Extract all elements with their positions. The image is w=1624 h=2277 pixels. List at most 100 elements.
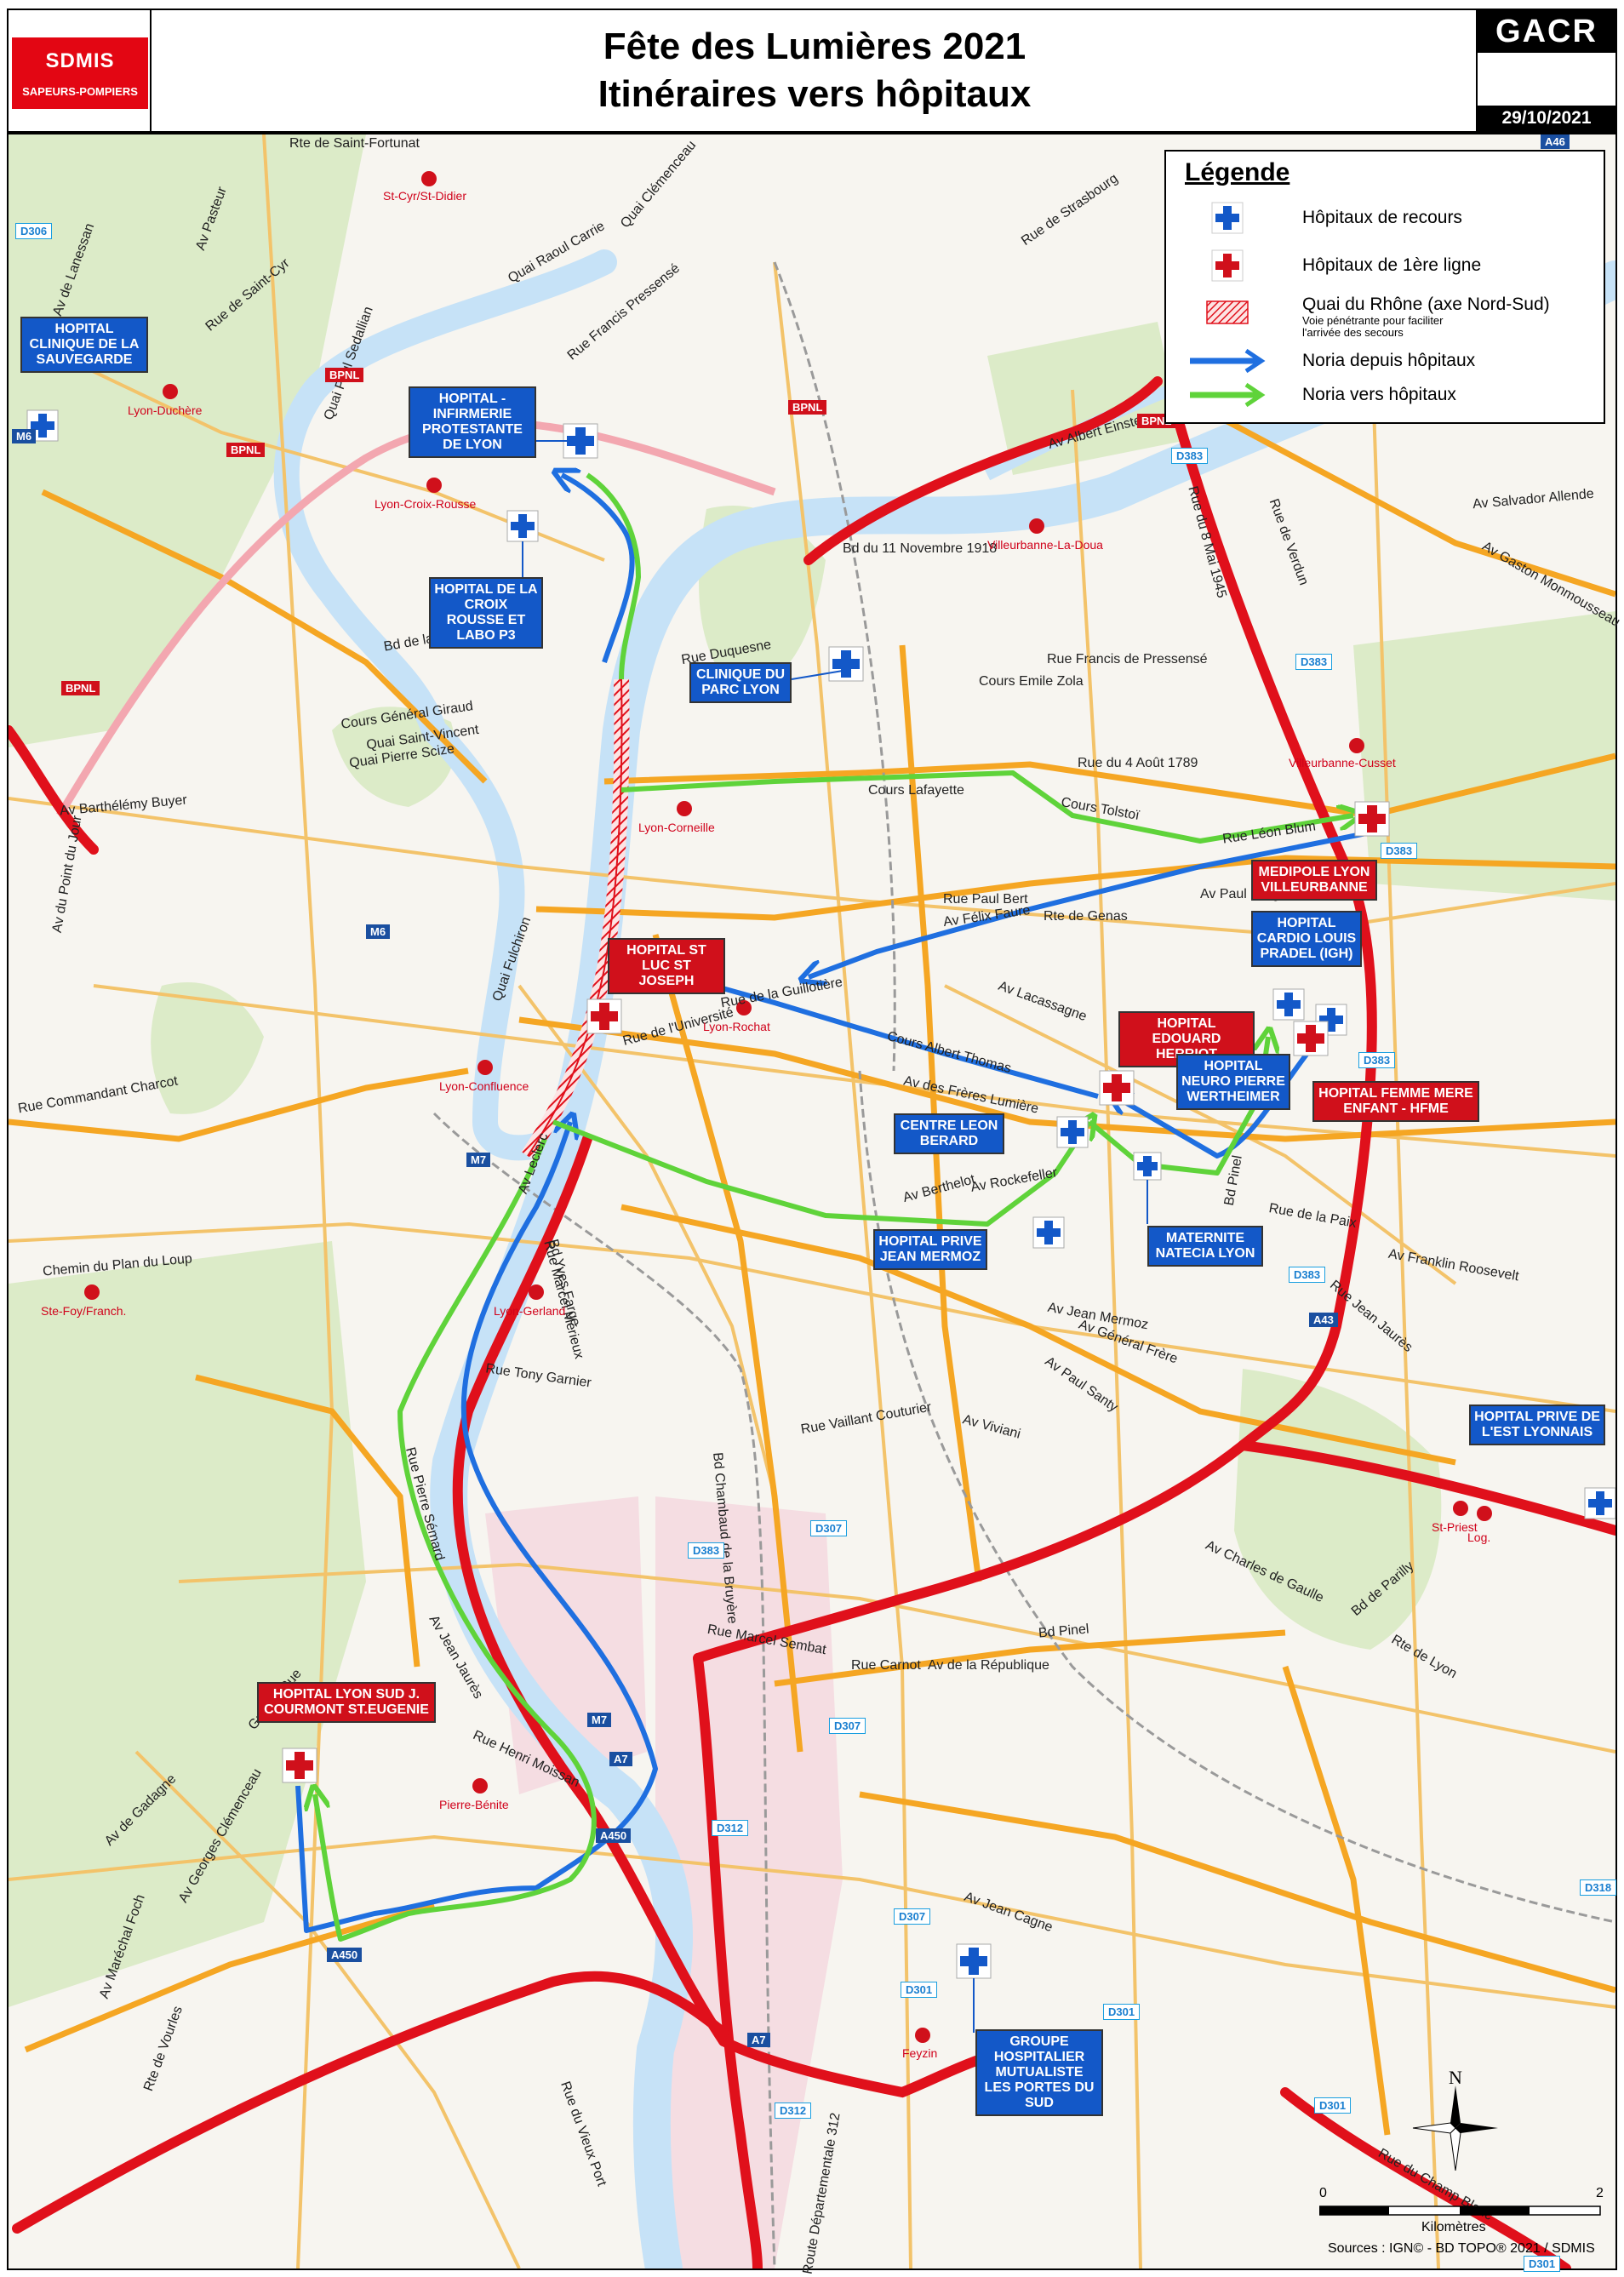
road-shield: D306	[15, 223, 53, 239]
road-shield: D383	[688, 1542, 725, 1559]
street-label: Bd du 11 Novembre 1918	[843, 541, 998, 556]
street-label: Rue Francis de Pressensé	[1047, 652, 1208, 667]
commune-label: St-Cyr/St-Didier	[383, 189, 467, 203]
major-roads	[9, 403, 1615, 2136]
red-cross-icon	[1099, 1070, 1135, 1106]
blue-cross-icon	[1211, 202, 1244, 234]
commune-label: Villeurbanne-La-Doua	[987, 538, 1103, 552]
scale-start: 0	[1319, 2186, 1327, 2200]
street-label: Rue Carnot	[851, 1658, 921, 1673]
title-block: Fête des Lumières 2021 Itinéraires vers …	[152, 10, 1478, 131]
hospital-label-neuro-pierre-wertheimer[interactable]: HOPITAL NEURO PIERRE WERTHEIMER	[1176, 1054, 1290, 1110]
legend-text: Quai du Rhône (axe Nord-Sud)	[1302, 295, 1550, 314]
green-areas	[9, 134, 1615, 2007]
road-shield: M6	[366, 924, 391, 939]
compass-icon	[1412, 2085, 1498, 2171]
legend-item-first-line: Hôpitaux de 1ère ligne	[1183, 247, 1592, 284]
legend-item-recours: Hôpitaux de recours	[1183, 199, 1592, 237]
road-shield-bpnl: BPNL	[226, 443, 266, 457]
hospital-label-hfme[interactable]: HOPITAL FEMME MERE ENFANT - HFME	[1312, 1081, 1479, 1122]
road-shield-bpnl: BPNL	[788, 400, 827, 415]
map-date: 29/10/2021	[1478, 106, 1615, 131]
hospital-label-jean-mermoz[interactable]: HOPITAL PRIVE JEAN MERMOZ	[873, 1229, 987, 1270]
legend-text: Noria vers hôpitaux	[1302, 385, 1456, 404]
street-label: Cours Lafayette	[868, 783, 964, 798]
hospital-label-infirmerie-protestante[interactable]: HOPITAL - INFIRMERIE PROTESTANTE DE LYON	[409, 386, 536, 458]
north-arrow: N	[1404, 2067, 1507, 2171]
blue-cross-icon	[506, 510, 539, 542]
legend-item-noria-to: Noria vers hôpitaux	[1183, 376, 1592, 414]
commune-label: Log.	[1467, 1530, 1491, 1544]
scale-bar: 0 2 Kilomètres	[1311, 2160, 1604, 2263]
red-cross-icon	[586, 998, 622, 1034]
road-shield: M7	[587, 1713, 612, 1727]
legend-item-noria-from: Noria depuis hôpitaux	[1183, 342, 1592, 380]
road-shield: D383	[1289, 1267, 1326, 1283]
road-shield: D383	[1358, 1052, 1396, 1068]
road-shield: D301	[1103, 2004, 1141, 2020]
hospital-label-centre-leon-berard[interactable]: CENTRE LEON BERARD	[894, 1113, 1004, 1154]
hospital-label-clinique-du-parc[interactable]: CLINIQUE DU PARC LYON	[689, 662, 792, 703]
scale-end: 2	[1596, 2186, 1604, 2200]
hospital-label-est-lyonnais[interactable]: HOPITAL PRIVE DE L'EST LYONNAIS	[1469, 1405, 1605, 1445]
street-label: Av de la République	[928, 1658, 1049, 1673]
commune-label: Ste-Foy/Franch.	[41, 1304, 127, 1318]
blue-cross-icon	[1584, 1487, 1615, 1519]
hospital-label-natecia[interactable]: MATERNITE NATECIA LYON	[1147, 1226, 1263, 1267]
hospital-label-croix-rousse[interactable]: HOPITAL DE LA CROIX ROUSSE ET LABO P3	[429, 577, 543, 649]
bpnl-road	[56, 419, 776, 818]
commune-label: Lyon-Corneille	[638, 821, 715, 834]
commune-label: Lyon-Duchère	[128, 403, 203, 417]
commune-label: Lyon-Croix-Rousse	[375, 497, 477, 511]
road-shield-bpnl: BPNL	[325, 368, 364, 382]
legend-text: Hôpitaux de recours	[1302, 208, 1462, 227]
legend-title: Légende	[1185, 158, 1290, 186]
hospital-label-medipole[interactable]: MEDIPOLE LYON VILLEURBANNE	[1251, 860, 1377, 901]
map-header: SDMIS SAPEURS-POMPIERS Fête des Lumières…	[7, 9, 1617, 133]
hospital-label-cardio-louis-pradel[interactable]: HOPITAL CARDIO LOUIS PRADEL (IGH)	[1251, 911, 1362, 967]
road-shield: A450	[596, 1828, 632, 1843]
scale-bar-graphic	[1319, 2205, 1601, 2216]
hospital-label-sauvegarde[interactable]: HOPITAL CLINIQUE DE LA SAUVEGARDE	[20, 317, 148, 373]
road-shield: A7	[609, 1752, 632, 1766]
scale-unit: Kilomètres	[1421, 2220, 1486, 2234]
legend-text: Noria depuis hôpitaux	[1302, 351, 1476, 370]
railways	[432, 261, 1615, 2268]
legend-subtext: Voie pénétrante pour faciliter l'arrivée…	[1302, 314, 1444, 339]
blue-cross-icon	[956, 1943, 992, 1979]
map-canvas	[9, 134, 1615, 2268]
quai-du-rhone-outline	[527, 678, 623, 1157]
blue-cross-icon	[1272, 988, 1305, 1021]
road-shield: D301	[1524, 2256, 1561, 2272]
map-area[interactable]: Rte de Saint-Fortunat Av Pasteur Quai Ra…	[7, 133, 1622, 2275]
blue-cross-icon	[1056, 1116, 1089, 1148]
road-shield: D307	[810, 1520, 848, 1536]
road-shield-bpnl: BPNL	[61, 681, 100, 695]
road-shield: A7	[747, 2033, 770, 2047]
road-shield: D307	[829, 1718, 866, 1734]
hospital-label-st-luc-st-joseph[interactable]: HOPITAL ST LUC ST JOSEPH	[608, 938, 725, 994]
commune-markers	[84, 171, 1492, 2043]
legend-text: Hôpitaux de 1ère ligne	[1302, 255, 1482, 275]
blue-cross-icon	[828, 646, 864, 682]
street-label: Rte de Genas	[1044, 909, 1128, 924]
road-shield: D383	[1171, 448, 1209, 464]
callout-lines	[522, 440, 1148, 2033]
commune-label: Feyzin	[902, 2046, 938, 2060]
minor-roads	[9, 134, 1615, 2268]
hospital-label-portes-du-sud[interactable]: GROUPE HOSPITALIER MUTUALISTE LES PORTES…	[975, 2029, 1103, 2116]
commune-label: Lyon-Gerland	[494, 1304, 566, 1318]
blue-arrow-icon	[1190, 348, 1266, 374]
logo-box: SDMIS SAPEURS-POMPIERS	[9, 10, 152, 131]
hospital-label-lyon-sud[interactable]: HOPITAL LYON SUD J. COURMONT ST.EUGENIE	[257, 1682, 436, 1723]
red-cross-icon	[1211, 249, 1244, 282]
street-label: Rue Paul Bert	[943, 892, 1028, 907]
street-label: Rue du 4 Août 1789	[1078, 756, 1198, 770]
road-shield-a46: A46	[1541, 134, 1570, 149]
green-arrow-icon	[1190, 382, 1266, 408]
street-label: Cours Emile Zola	[979, 674, 1084, 689]
sdmis-logo: SDMIS SAPEURS-POMPIERS	[12, 37, 148, 109]
road-shield: D383	[1381, 843, 1418, 859]
commune-label: Pierre-Bénite	[439, 1798, 509, 1811]
red-cross-icon	[1293, 1021, 1329, 1056]
